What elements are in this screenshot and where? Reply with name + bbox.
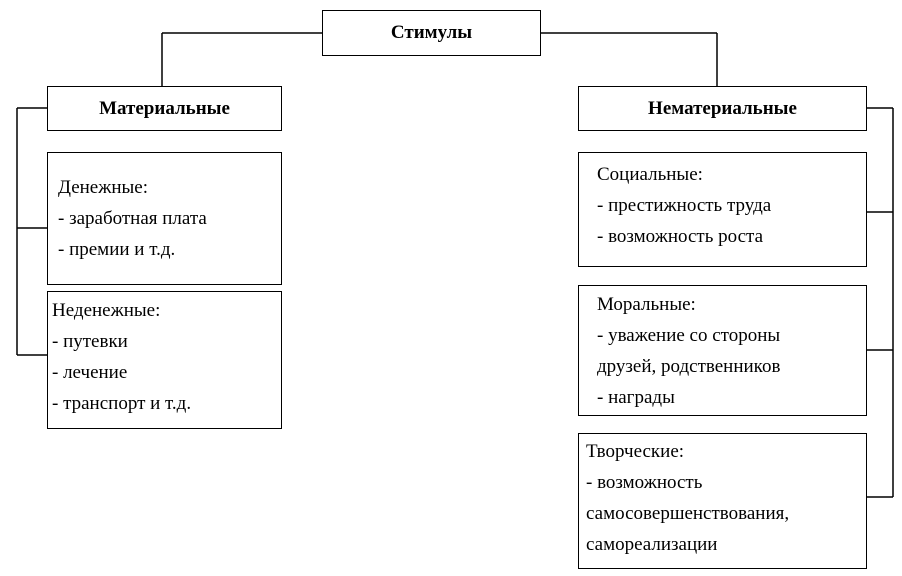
material-header-box: Материальные [47,86,282,131]
creative-item-selfimprovement: самосовершенствования, [586,503,790,524]
root-box-stimuly: Стимулы [322,10,541,56]
social-heading: Социальные: [597,164,703,185]
creative-incentives-box: Творческие: - возможность самосовершенст… [578,433,867,569]
nonmaterial-title: Нематериальные [648,97,797,119]
nonmoney-item-vouchers: - путевки [52,331,128,352]
moral-incentives-box: Моральные: - уважение со стороны друзей,… [578,285,867,416]
moral-heading: Моральные: [597,294,696,315]
money-item-salary: - заработная плата [58,208,207,229]
nonmoney-incentives-box: Неденежные: - путевки - лечение - трансп… [47,291,282,429]
creative-item-selfrealization: самореализации [586,534,718,555]
creative-heading: Творческие: [586,441,685,462]
creative-item-opportunity: - возможность [586,472,703,493]
nonmaterial-header-box: Нематериальные [578,86,867,131]
nonmoney-item-treatment: - лечение [52,362,128,383]
material-title: Материальные [99,97,230,119]
social-item-prestige: - престижность труда [597,195,772,216]
social-item-growth: - возможность роста [597,226,763,247]
money-incentives-box: Денежные: - заработная плата - премии и … [47,152,282,285]
nonmoney-heading: Неденежные: [52,300,161,321]
money-item-bonus: - премии и т.д. [58,239,176,260]
moral-item-friends: друзей, родственников [597,356,781,377]
root-title: Стимулы [390,22,473,43]
moral-item-awards: - награды [597,387,675,408]
social-incentives-box: Социальные: - престижность труда - возмо… [578,152,867,267]
money-heading: Денежные: [58,177,148,198]
moral-item-respect: - уважение со стороны [597,325,781,346]
nonmoney-item-transport: - транспорт и т.д. [52,393,192,414]
